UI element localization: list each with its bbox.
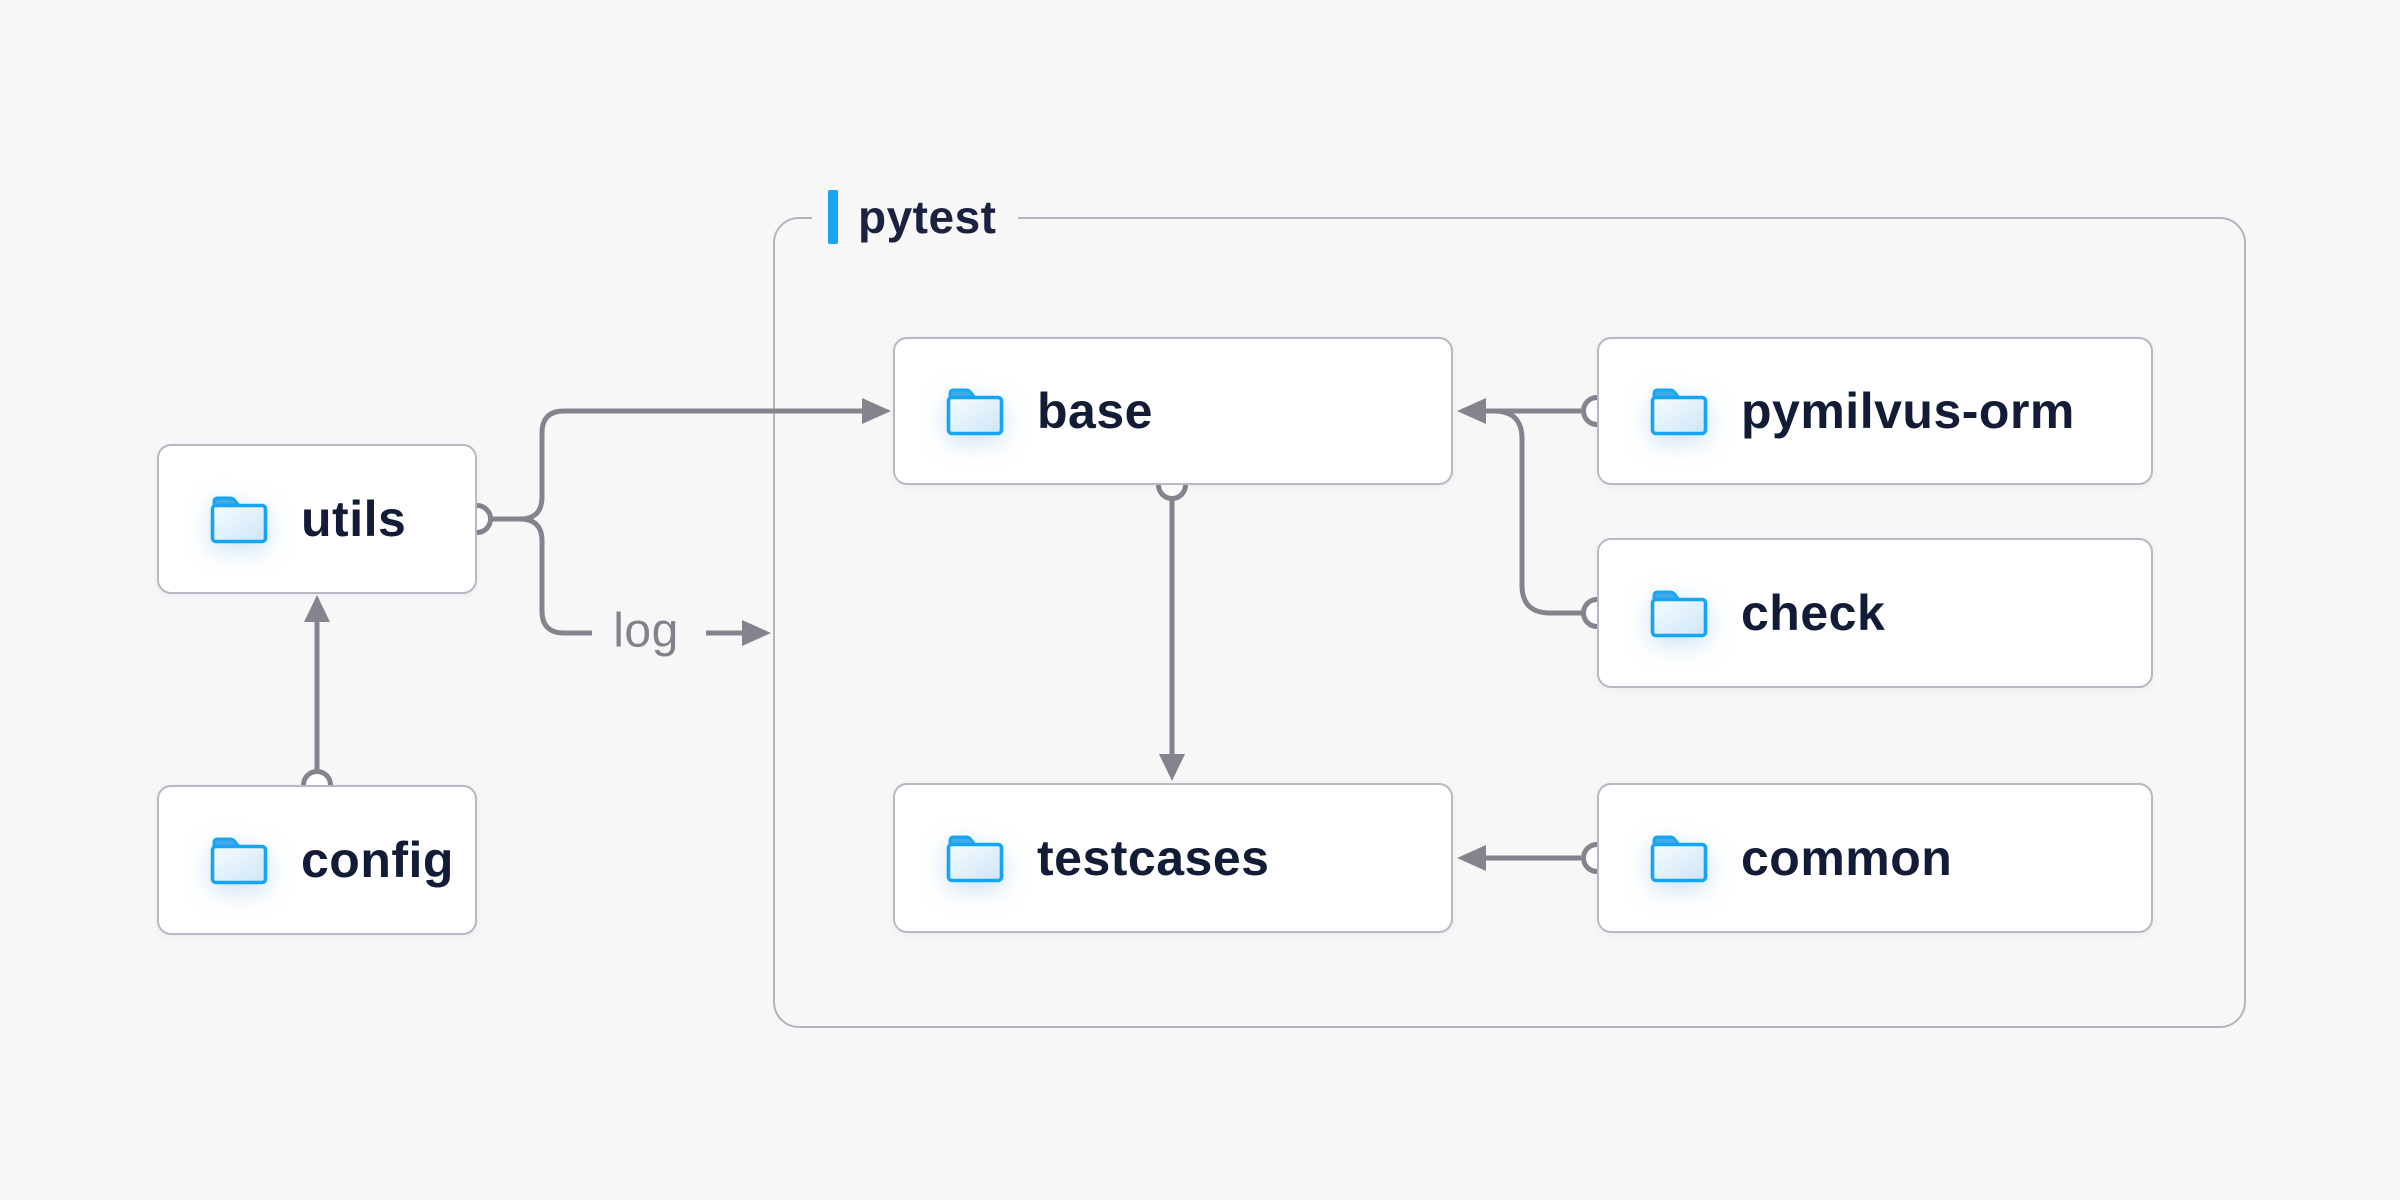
node-label: common [1741, 830, 1953, 886]
node-label: config [301, 832, 454, 888]
edge-label-log: log [613, 604, 679, 658]
arrowhead-utils-base [862, 398, 891, 424]
edge-check-base [1486, 408, 1583, 616]
node-utils: utils [157, 444, 477, 594]
arrowhead-into-base-right [1457, 398, 1486, 424]
pytest-group-label: pytest [812, 188, 1019, 246]
arrowhead-log-pytest [742, 620, 771, 646]
folder-icon [946, 388, 1004, 436]
folder-icon [1650, 835, 1708, 883]
arrowhead-config-utils [304, 595, 330, 622]
node-label: base [1037, 383, 1153, 439]
node-testcases: testcases [893, 783, 1453, 933]
arrowhead-base-testcases [1159, 754, 1185, 781]
pytest-group-label-text: pytest [858, 191, 997, 243]
folder-icon [210, 837, 268, 885]
node-base: base [893, 337, 1453, 485]
node-common: common [1597, 783, 2153, 933]
folder-icon [1650, 590, 1708, 638]
node-label: utils [301, 491, 407, 547]
pytest-group-box [773, 217, 2246, 1028]
node-pymilvus-orm: pymilvus-orm [1597, 337, 2153, 485]
label-accent-bar [828, 190, 838, 244]
node-label: testcases [1037, 830, 1270, 886]
arrowhead-common-testcases [1457, 845, 1486, 871]
folder-icon [1650, 388, 1708, 436]
node-config: config [157, 785, 477, 935]
folder-icon [210, 496, 268, 544]
edge-utils-base [491, 408, 862, 522]
folder-icon [946, 835, 1004, 883]
node-label: pymilvus-orm [1741, 383, 2075, 439]
node-label: check [1741, 585, 1886, 641]
node-check: check [1597, 538, 2153, 688]
edge-utils-log [519, 516, 592, 636]
